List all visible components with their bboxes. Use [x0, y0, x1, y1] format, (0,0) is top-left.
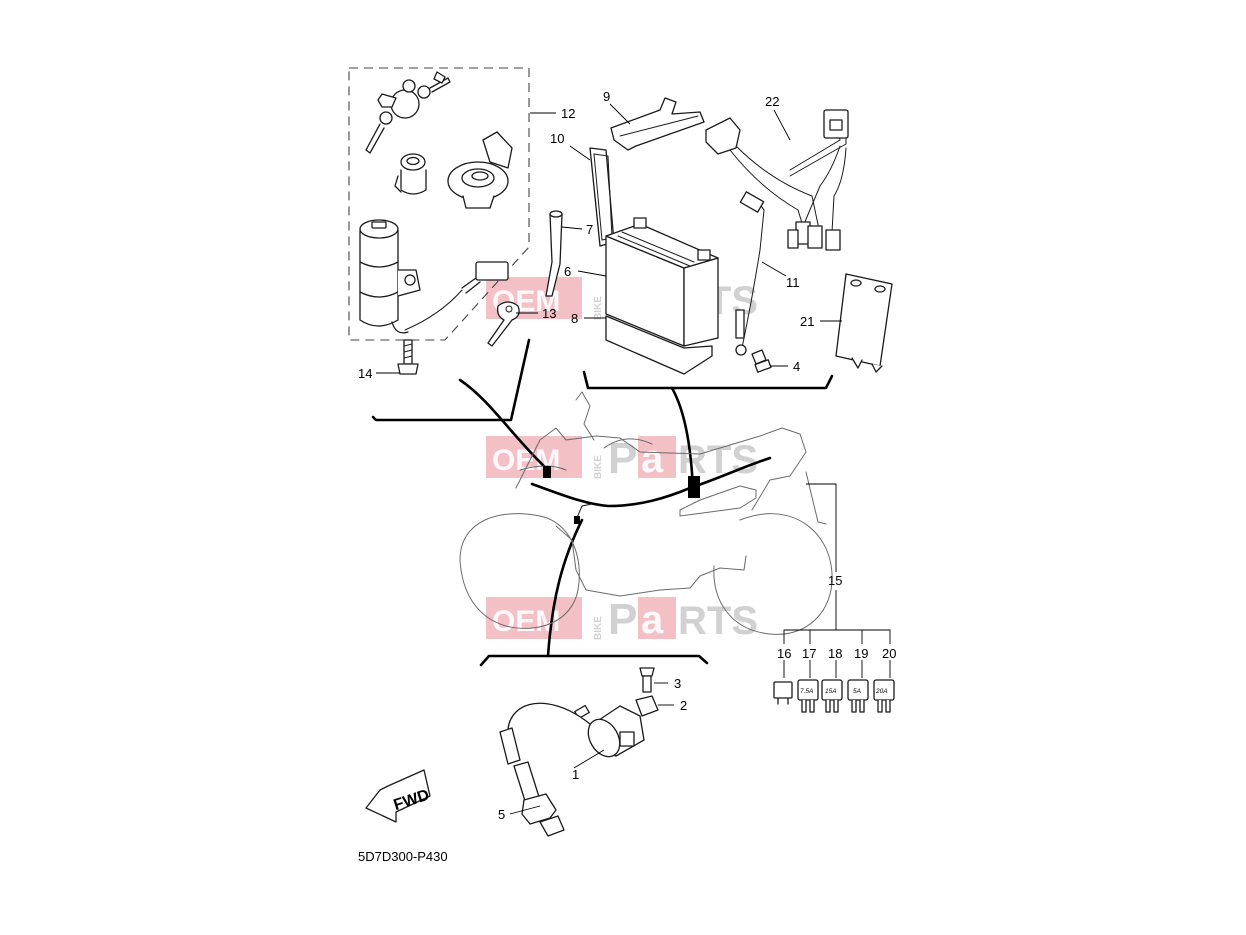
battery-cover-icon — [589, 147, 615, 247]
key-set-group — [348, 67, 530, 341]
fuse-20-icon: 20A — [873, 679, 895, 713]
diagram-code: 5D7D300-P430 — [358, 849, 448, 864]
fuse-17-icon: 7.5A — [797, 679, 819, 713]
svg-text:BIKE: BIKE — [593, 616, 604, 640]
switch-connector-icon — [404, 261, 509, 331]
battery-band-icon — [610, 97, 705, 151]
callout-17: 17 — [802, 646, 816, 661]
callout-14: 14 — [358, 366, 372, 381]
callout-7: 7 — [586, 222, 593, 237]
svg-text:P: P — [608, 434, 637, 483]
callout-10: 10 — [550, 131, 564, 146]
callout-6: 6 — [564, 264, 571, 279]
plate-21-icon — [835, 273, 893, 373]
callout-1: 1 — [572, 767, 579, 782]
lock-cylinder-icon — [394, 153, 427, 195]
spark-plug-cap-icon — [513, 761, 565, 837]
battery-icon — [605, 217, 719, 375]
svg-text:15A: 15A — [825, 688, 837, 695]
svg-text:P: P — [608, 595, 637, 644]
fuse-tree — [783, 483, 891, 678]
relay-16-icon — [773, 681, 793, 705]
callout-22: 22 — [765, 94, 779, 109]
wire-harness-icon — [787, 109, 849, 251]
svg-text:5A: 5A — [853, 688, 861, 695]
key-13-icon — [487, 301, 520, 347]
callout-11: 11 — [786, 275, 800, 290]
callout-21: 21 — [800, 314, 814, 329]
callouts: 1 2 3 4 5 6 7 8 9 10 11 12 13 14 15 16 1… — [358, 89, 896, 822]
screw-4-icon — [751, 349, 772, 373]
svg-text:a: a — [641, 437, 664, 481]
callout-18: 18 — [828, 646, 842, 661]
key-pair-icon — [365, 71, 451, 154]
main-switch-icon — [359, 219, 421, 334]
nut-2-icon — [635, 695, 659, 717]
callout-12: 12 — [561, 106, 575, 121]
callout-3: 3 — [674, 676, 681, 691]
svg-text:RTS: RTS — [678, 599, 758, 643]
breather-pipe-icon — [545, 210, 563, 297]
callout-4: 4 — [793, 359, 800, 374]
svg-text:a: a — [641, 598, 664, 642]
battery-lead-icon — [705, 117, 821, 356]
fuse-19-icon: 5A — [847, 679, 869, 713]
bolt-14-icon — [397, 339, 419, 375]
svg-text:BIKE: BIKE — [593, 296, 604, 320]
callout-19: 19 — [854, 646, 868, 661]
callout-5: 5 — [498, 807, 505, 822]
fuse-18-icon: 15A — [821, 679, 843, 713]
fuel-cap-icon — [447, 131, 513, 209]
svg-text:20A: 20A — [875, 688, 888, 695]
callout-20: 20 — [882, 646, 896, 661]
ignition-coil-icon — [499, 702, 645, 765]
svg-text:BIKE: BIKE — [593, 455, 604, 479]
watermark-middle: OEM BIKE P a RTS — [486, 434, 758, 483]
motorcycle-outline — [459, 391, 833, 635]
callout-8: 8 — [571, 311, 578, 326]
callout-2: 2 — [680, 698, 687, 713]
callout-16: 16 — [777, 646, 791, 661]
callout-13: 13 — [542, 306, 556, 321]
bolt-3-icon — [639, 667, 655, 693]
callout-15: 15 — [828, 573, 842, 588]
callout-9: 9 — [603, 89, 610, 104]
svg-text:7.5A: 7.5A — [800, 688, 813, 695]
watermark-bottom: OEM BIKE P a RTS — [486, 595, 758, 644]
forward-direction-icon: FWD — [365, 769, 431, 823]
group-brackets — [371, 338, 834, 667]
